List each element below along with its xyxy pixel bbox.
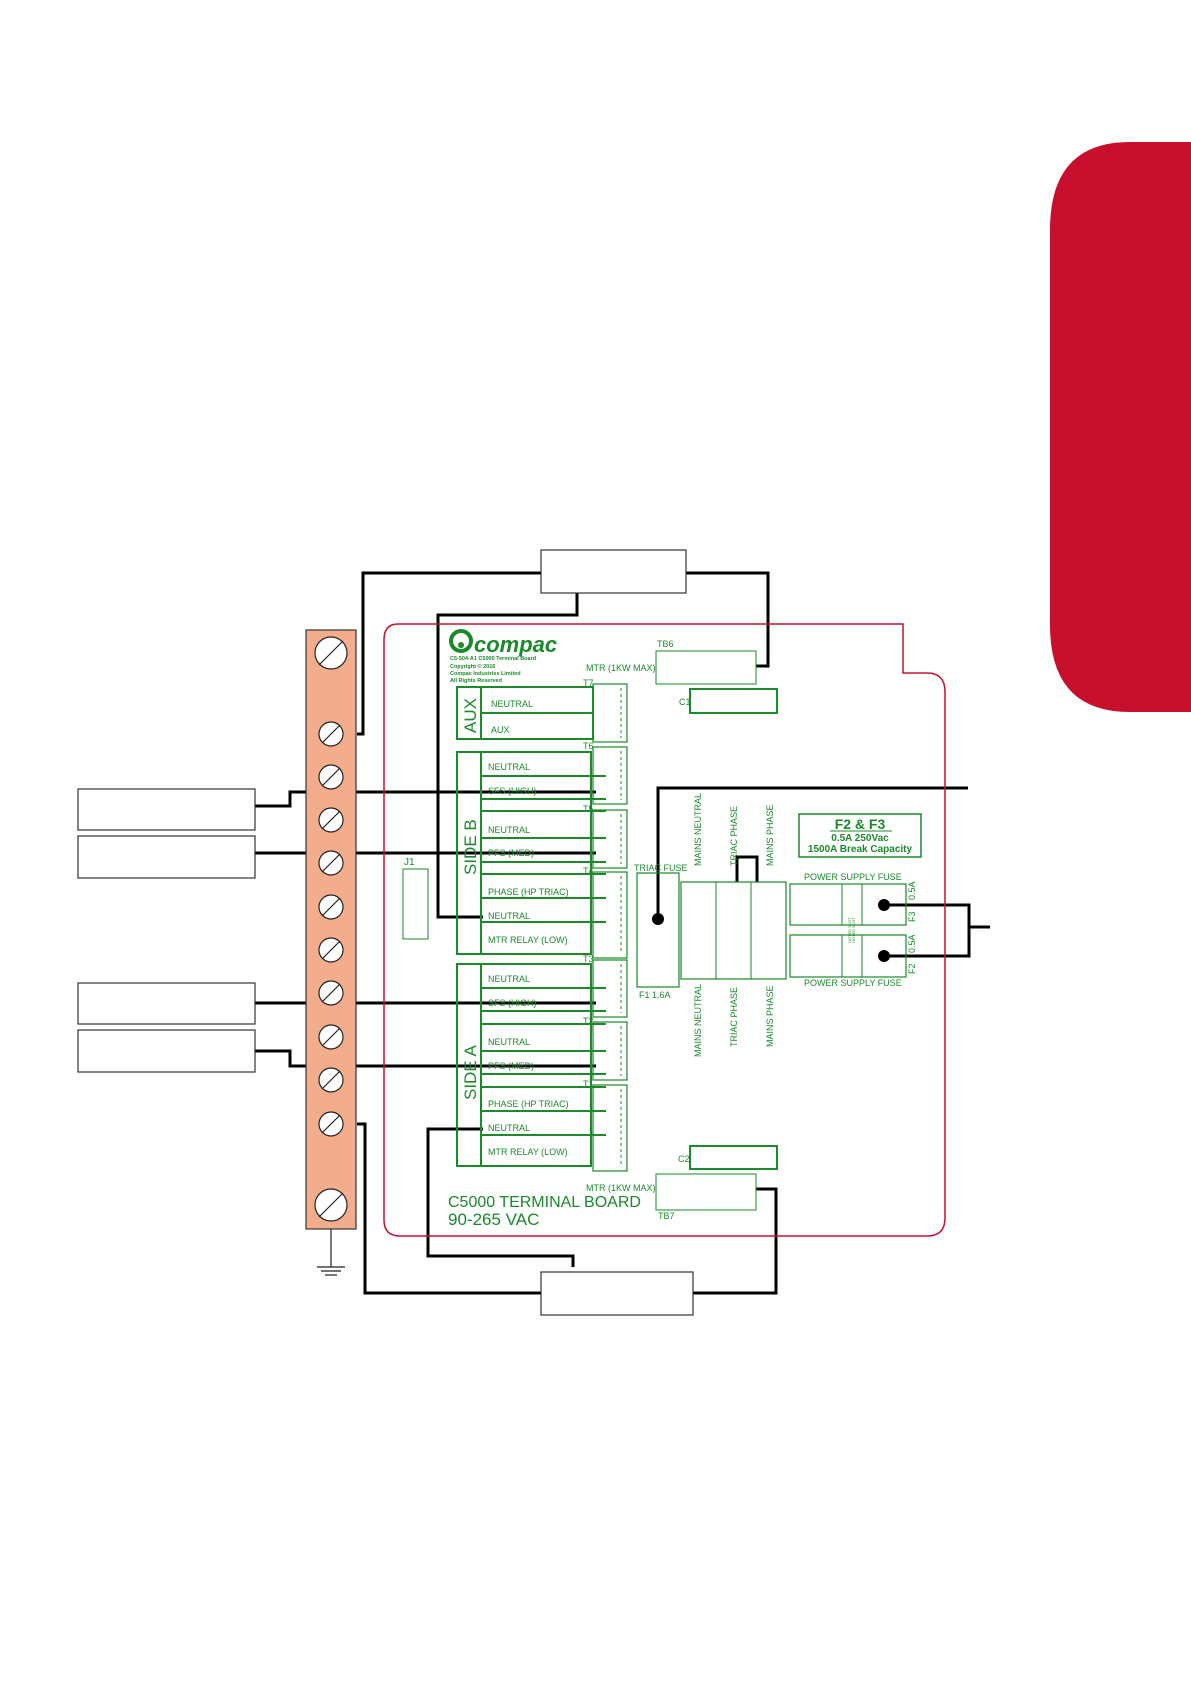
brand-block: compac C5-504-A1 C5000 Terminal Board Co… (449, 629, 557, 684)
board-voltage: 90-265 VAC (448, 1210, 539, 1229)
pin-label: NEUTRAL (488, 911, 530, 921)
f1-label: F1 1.6A (639, 990, 671, 1000)
slot-text-1: NOTED SLOT (847, 917, 852, 943)
connector-t1-label: T1 (583, 1079, 594, 1089)
f3-label: F3 (907, 911, 917, 922)
device-box-left-4 (77, 1029, 256, 1073)
mains-phase-bottom-label: MAINS PHASE (765, 985, 775, 1047)
connector-labels: T7 T6 T5 T4 T3 T2 T1 NEUTRAL AUX NEUTRAL… (488, 678, 594, 1157)
pin-label: NEUTRAL (488, 825, 530, 835)
device-box-left-2 (77, 835, 256, 879)
triac-phase-top-label: TRIAC PHASE (729, 806, 739, 866)
connector-t3-label: T3 (583, 954, 594, 964)
copyright-line-4: All Rights Reserved (450, 678, 502, 684)
connector-bodies (481, 683, 628, 1172)
triac-phase-bottom-label: TRIAC PHASE (729, 987, 739, 1047)
brand-logo-text: compac (474, 632, 557, 657)
connector-t6-label: T6 (583, 741, 594, 751)
tb6-label: TB6 (657, 639, 674, 649)
pin-label: MTR RELAY (LOW) (488, 1147, 568, 1157)
device-box-top (540, 549, 687, 594)
device-box-left-1 (77, 788, 256, 831)
pin-label: MTR RELAY (LOW) (488, 935, 568, 945)
copyright-line-1: C5-504-A1 C5000 Terminal Board (450, 656, 536, 662)
group-label-side-b: SIDE B (461, 819, 480, 875)
pin-label: PHASE (HP TRIAC) (488, 1099, 569, 1109)
earth-terminal-strip (305, 629, 357, 1276)
board-components: TB6 MTR (1KW MAX) C1 J1 C2 MTR (1KW MAX)… (402, 639, 778, 1221)
f3-rating-label: 0.5A (907, 881, 917, 900)
mains-neutral-top-label: MAINS NEUTRAL (693, 793, 703, 866)
device-box-bottom (540, 1271, 694, 1316)
pin-label: NEUTRAL (491, 699, 533, 709)
connector-t2-label: T2 (583, 1016, 594, 1026)
slot-text-2: NOTED SLOT (851, 917, 856, 943)
c1-label: C1 (679, 697, 691, 707)
board-title: C5000 TERMINAL BOARD (448, 1194, 641, 1211)
mtr-top-label: MTR (1KW MAX) (586, 663, 656, 673)
tb7-label: TB7 (658, 1211, 675, 1221)
terminal-board-outline (383, 623, 946, 1237)
f2-label: F2 (907, 963, 917, 974)
group-label-side-a: SIDE A (461, 1045, 480, 1100)
f2-rating-label: 0.5A (907, 934, 917, 953)
section-tab (1050, 142, 1191, 712)
mains-phase-top-label: MAINS PHASE (765, 804, 775, 866)
connector-t7-label: T7 (583, 678, 594, 688)
copyright-line-3: Compac Industries Limited (450, 671, 521, 677)
triac-fuse-label: TRIAC FUSE (634, 863, 688, 873)
group-boxes: AUX SIDE B SIDE A (456, 686, 594, 1167)
pin-label: NEUTRAL (488, 974, 530, 984)
pin-label: AUX (491, 725, 510, 735)
power-supply-fuse-bottom-label: POWER SUPPLY FUSE (804, 978, 902, 988)
pin-label: NEUTRAL (488, 1037, 530, 1047)
device-box-left-3 (77, 982, 256, 1025)
compac-logo-icon (449, 629, 473, 653)
fuse-box-capacity: 1500A Break Capacity (808, 844, 913, 855)
pin-label: PFS (MED) (488, 848, 534, 858)
pin-label: NEUTRAL (488, 762, 530, 772)
wire-contact-points (652, 899, 890, 962)
pin-label: NEUTRAL (488, 1123, 530, 1133)
connector-t4-label: T4 (583, 866, 594, 876)
mains-section: TRIAC FUSE F1 1.6A MAINS NEUTRAL TRIAC P… (634, 793, 787, 1057)
pin-label: PHASE (HP TRIAC) (488, 887, 569, 897)
external-devices (77, 549, 694, 1316)
connector-t5-label: T5 (583, 804, 594, 814)
earth-ground-icon (317, 1229, 345, 1276)
pin-label: SFS (HIGH) (488, 786, 537, 796)
mains-neutral-bottom-label: MAINS NEUTRAL (693, 984, 703, 1057)
pin-label: PFS (MED) (488, 1061, 534, 1071)
copyright-line-2: Copyright © 2016 (450, 663, 495, 670)
power-supply-fuse-top-label: POWER SUPPLY FUSE (804, 872, 902, 882)
fuse-box-title: F2 & F3 (835, 816, 886, 832)
power-supply-fuses: POWER SUPPLY FUSE POWER SUPPLY FUSE 0.5A… (789, 872, 917, 988)
mtr-bottom-label: MTR (1KW MAX) (586, 1183, 656, 1193)
j1-label: J1 (404, 857, 415, 868)
c2-label: C2 (678, 1154, 690, 1164)
fuse-info-box: F2 & F3 0.5A 250Vac 1500A Break Capacity (798, 813, 922, 858)
group-label-aux: AUX (461, 698, 480, 733)
fuse-box-rating: 0.5A 250Vac (831, 833, 889, 844)
terminal-screws (314, 636, 348, 1222)
pin-label: SFS (HIGH) (488, 998, 537, 1008)
